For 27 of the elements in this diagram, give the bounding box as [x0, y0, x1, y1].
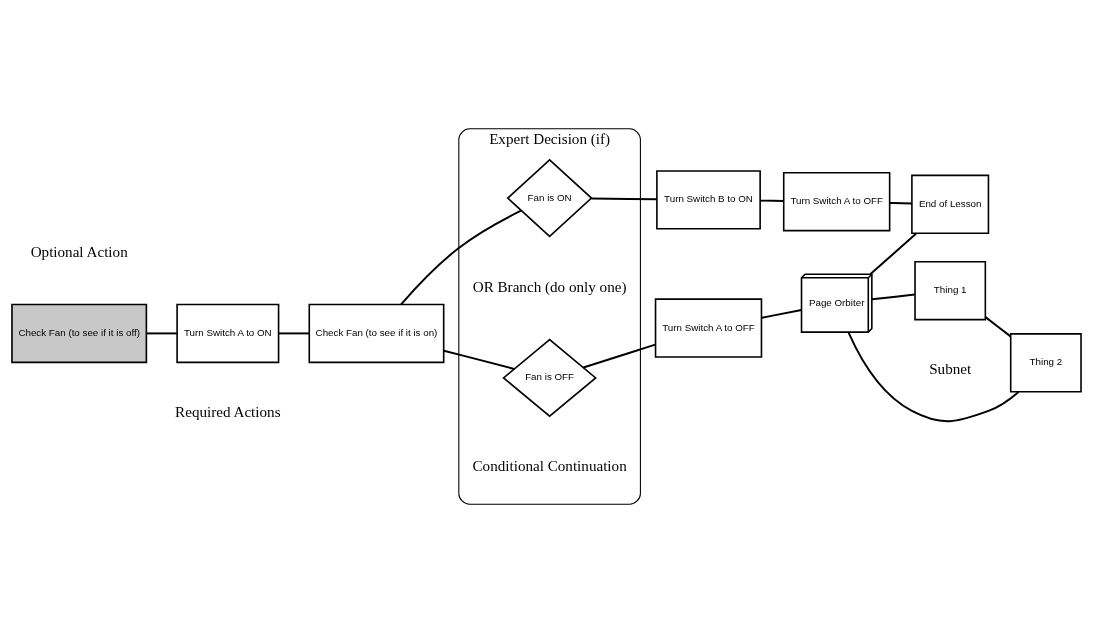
- connector: [847, 331, 1020, 423]
- connector: [760, 308, 803, 319]
- node-box: Turn Switch A to OFF: [782, 171, 891, 232]
- connector: [871, 293, 916, 301]
- connector: [984, 316, 1012, 338]
- connector: [582, 343, 657, 369]
- connector: [590, 197, 658, 201]
- node-box: Check Fan (to see if it is off): [11, 303, 148, 364]
- node-box: Thing 2: [1009, 333, 1082, 393]
- label: Subnet: [929, 361, 972, 378]
- node-box: Turn Switch B to ON: [656, 170, 761, 230]
- node-box: Check Fan (to see if it is on): [308, 303, 445, 364]
- node-box: Thing 1: [914, 260, 987, 321]
- node-diamond: Fan is OFF: [502, 338, 597, 418]
- connector: [759, 199, 785, 202]
- connector: [442, 349, 516, 370]
- node-label: Optional Action: [30, 243, 128, 260]
- node-diamond: Fan is ON: [506, 158, 593, 238]
- connector: [277, 332, 311, 335]
- node-box: End of Lesson: [911, 174, 990, 235]
- connector: [400, 209, 523, 306]
- connector: [869, 232, 918, 276]
- connector: [888, 201, 913, 205]
- node-box: Turn Switch A to ON: [176, 303, 280, 364]
- label: Required Actions: [175, 404, 281, 421]
- connector: [145, 332, 178, 335]
- node-box: Turn Switch A to OFF: [654, 298, 763, 358]
